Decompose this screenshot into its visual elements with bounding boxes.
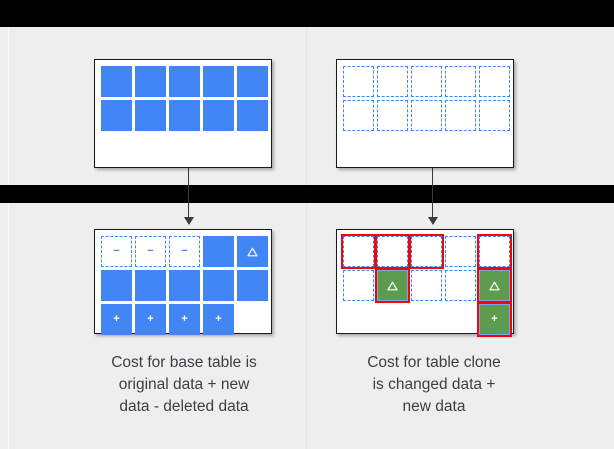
grid-cell-dashed-highlighted <box>375 234 410 269</box>
table-row <box>101 270 271 301</box>
grid-cell-dashed <box>377 100 408 131</box>
grid-cell-solid: + <box>169 304 200 335</box>
triangle-outline-icon <box>247 247 258 257</box>
grid-cell-dashed: − <box>169 236 200 267</box>
table-row <box>343 66 513 97</box>
grid-cell-solid <box>135 270 166 301</box>
upper-panel-background <box>0 27 614 185</box>
arrow-head-base-table <box>184 217 194 225</box>
grid-cell-dashed <box>479 100 510 131</box>
grid-cell-solid <box>203 100 234 131</box>
grid-cell-solid <box>237 100 268 131</box>
panel-divider-mid <box>306 27 307 185</box>
grid-cell-empty <box>343 304 374 335</box>
triangle-outline-icon <box>387 281 398 291</box>
grid-cell-solid <box>169 66 200 97</box>
panel-divider-left <box>8 27 9 185</box>
grid-cell-solid: + <box>203 304 234 335</box>
table-card-modified-table-clone: + <box>336 229 514 337</box>
grid-cell-solid: + <box>135 304 166 335</box>
caption-base-table: Cost for base table is original data + n… <box>60 352 308 418</box>
grid-cell-dashed <box>411 270 442 301</box>
caption-table-clone-line1: Cost for table clone <box>367 354 501 371</box>
grid-cell-solid <box>203 270 234 301</box>
table-card-modified-base-table: − − − + + + + <box>94 229 272 335</box>
grid-cell-empty <box>377 304 408 335</box>
grid-cell-dashed <box>445 236 476 267</box>
grid-cell-dashed <box>343 66 374 97</box>
table-card-original-table-clone <box>336 59 514 168</box>
grid-cell-solid: + <box>101 304 132 335</box>
plus-icon: + <box>147 313 154 325</box>
grid-cell-solid <box>169 270 200 301</box>
grid-cell-dashed <box>479 66 510 97</box>
grid-cell-dashed-highlighted <box>341 234 376 269</box>
plus-icon: + <box>181 313 188 325</box>
caption-table-clone-line2: is changed data + <box>372 376 496 393</box>
top-band <box>0 0 614 27</box>
grid-original-base-table <box>101 66 271 134</box>
caption-base-table-line2: original data + new <box>118 376 250 393</box>
table-row <box>341 234 513 269</box>
arrow-line-table-clone <box>432 167 434 220</box>
caption-table-clone: Cost for table clone is changed data + n… <box>310 352 558 418</box>
grid-cell-dashed-highlighted <box>477 234 512 269</box>
grid-cell-empty <box>445 304 476 335</box>
grid-original-table-clone <box>343 66 513 134</box>
arrow-line-base-table <box>188 167 190 220</box>
plus-icon: + <box>491 313 498 325</box>
caption-table-clone-line3: new data <box>402 398 466 415</box>
grid-cell-empty <box>411 304 442 335</box>
grid-cell-solid <box>237 270 268 301</box>
triangle-outline-icon <box>489 281 500 291</box>
plus-icon: + <box>113 313 120 325</box>
table-row: + + + + <box>101 304 271 335</box>
grid-cell-solid <box>203 236 234 267</box>
caption-base-table-line1: Cost for base table is <box>111 354 257 371</box>
caption-base-table-line3: data - deleted data <box>119 398 249 415</box>
grid-cell-dashed <box>343 100 374 131</box>
table-row <box>343 268 513 303</box>
grid-cell-empty <box>237 304 268 335</box>
grid-cell-dashed: − <box>101 236 132 267</box>
grid-cell-dashed <box>377 66 408 97</box>
grid-cell-green-highlighted <box>375 268 410 303</box>
panel-divider-left-lower <box>8 203 9 449</box>
minus-icon: − <box>181 245 188 257</box>
grid-cell-solid <box>135 100 166 131</box>
grid-cell-solid <box>101 270 132 301</box>
grid-modified-table-clone: + <box>341 234 513 338</box>
table-row: −−− <box>101 236 271 267</box>
grid-cell-solid <box>237 236 268 267</box>
grid-cell-solid <box>237 66 268 97</box>
grid-modified-base-table: − − − + + + + <box>101 236 271 338</box>
grid-cell-dashed <box>445 100 476 131</box>
minus-icon: − <box>113 245 120 257</box>
minus-icon: − <box>147 245 154 257</box>
grid-cell-dashed: − <box>135 236 166 267</box>
grid-cell-green-highlighted: + <box>477 302 512 337</box>
grid-cell-solid <box>135 66 166 97</box>
middle-band <box>0 185 614 203</box>
arrow-head-table-clone <box>428 217 438 225</box>
plus-icon: + <box>215 313 222 325</box>
table-row <box>343 100 513 131</box>
grid-cell-solid <box>169 100 200 131</box>
table-row <box>101 100 271 131</box>
grid-cell-dashed <box>445 270 476 301</box>
grid-cell-dashed <box>445 66 476 97</box>
grid-cell-dashed <box>411 66 442 97</box>
table-row <box>101 66 271 97</box>
grid-cell-dashed <box>343 270 374 301</box>
grid-cell-solid <box>101 100 132 131</box>
table-row: + <box>343 302 513 337</box>
grid-cell-dashed-highlighted <box>409 234 444 269</box>
grid-cell-dashed <box>411 100 442 131</box>
grid-cell-green-highlighted <box>477 268 512 303</box>
panel-divider-mid-lower <box>306 203 307 449</box>
grid-cell-solid <box>101 66 132 97</box>
grid-cell-solid <box>203 66 234 97</box>
table-card-original-base-table <box>94 59 272 168</box>
